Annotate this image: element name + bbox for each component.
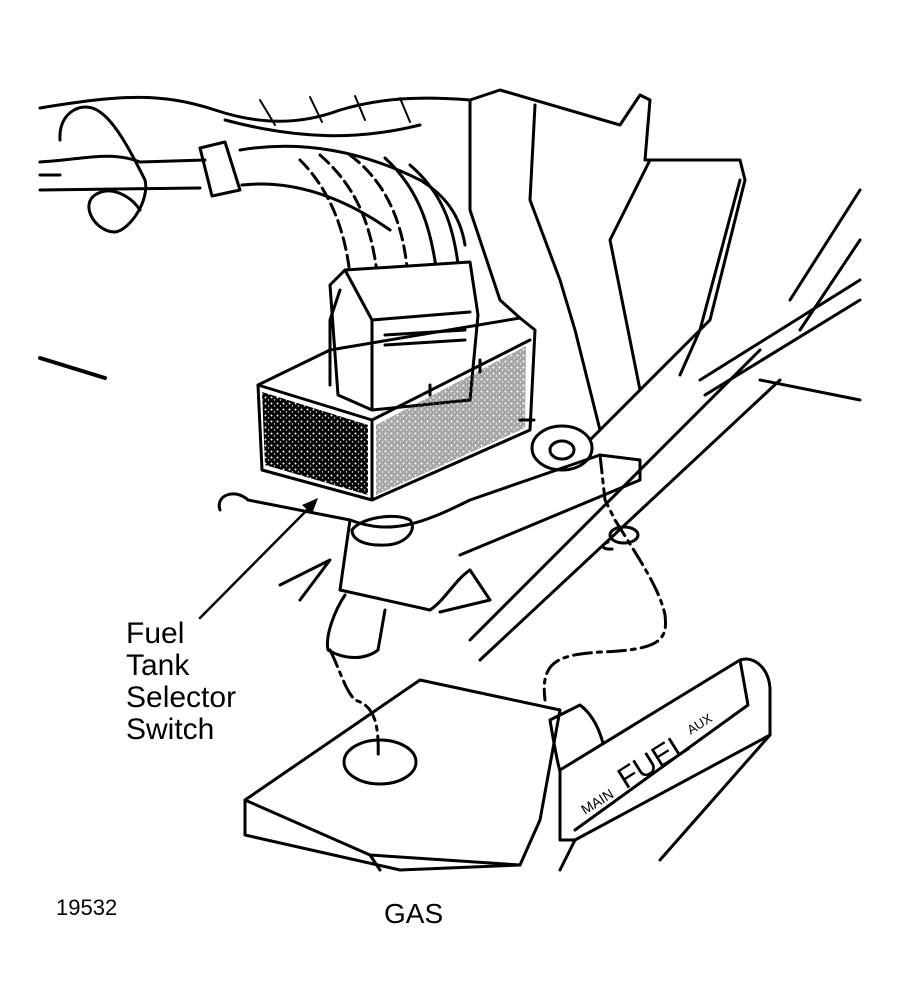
wire-sheath	[198, 140, 242, 198]
shift-rod	[468, 348, 782, 662]
wire-2	[318, 153, 380, 282]
wire-1	[298, 158, 352, 277]
connector-plug	[328, 260, 480, 412]
mounting-bracket	[217, 453, 642, 557]
callout-line-4: Switch	[126, 713, 215, 746]
callout-line-2: Tank	[126, 649, 190, 682]
figure-caption: GAS	[384, 898, 444, 929]
wire-loop	[38, 154, 207, 164]
wire-loop-end	[58, 105, 148, 234]
switch-body	[256, 316, 537, 502]
background-hose-outline	[38, 95, 472, 123]
background-hose-lower	[223, 118, 422, 138]
grommet	[530, 424, 594, 472]
callout-leader-line	[198, 503, 314, 620]
bracket-hole	[350, 514, 414, 547]
callout-line-3: Selector	[126, 681, 237, 714]
vertical-panel	[468, 88, 747, 442]
background-ribs	[259, 95, 411, 126]
selector-lever-plate	[558, 657, 772, 842]
callout-arrowhead	[302, 498, 318, 514]
switch-body-stipple	[262, 392, 368, 495]
callout-line-1: Fuel	[126, 617, 185, 650]
fastener-center-line	[542, 453, 668, 702]
figure-number: 19532	[56, 895, 118, 920]
base-plate-hole	[342, 738, 418, 786]
wire-3	[348, 153, 410, 282]
base-plate	[243, 678, 562, 872]
fuel-tank-selector-switch-label: Fuel Tank Selector Switch	[126, 618, 236, 746]
